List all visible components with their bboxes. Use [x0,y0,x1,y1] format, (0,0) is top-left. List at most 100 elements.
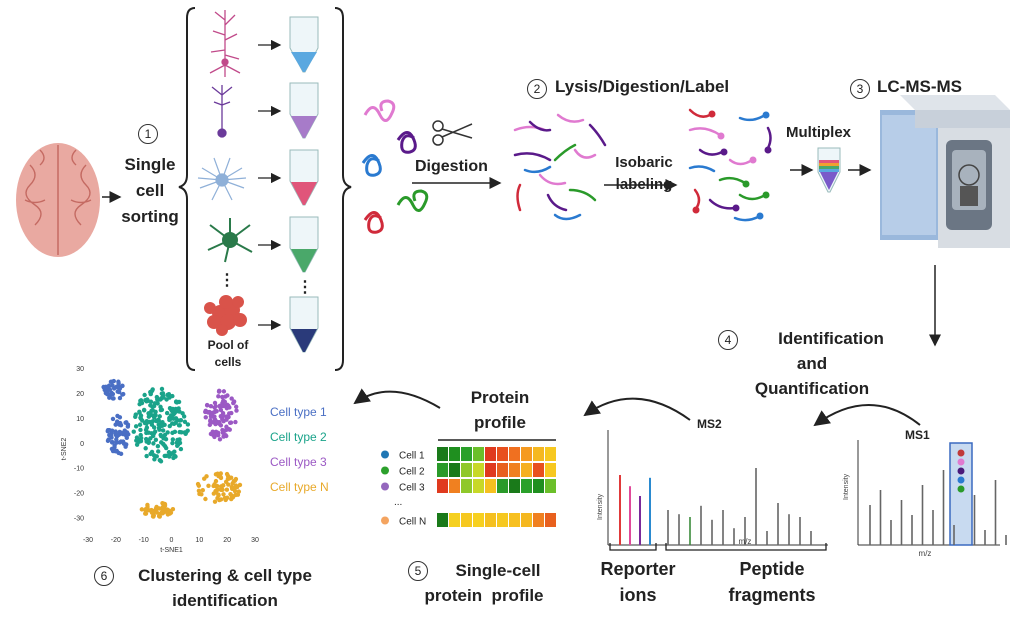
reporter-ions-label: Reporter ions [592,556,684,608]
protein-coils-icon [361,99,429,234]
tsne-point [137,422,143,427]
tsne-point [133,424,139,429]
tsne-point [110,416,116,422]
tsne-point [110,428,115,433]
tsne-point [167,417,172,423]
step-6-line2: identification [172,591,278,610]
heatmap-row-label: Cell N [399,517,426,528]
tsne-point [225,393,230,398]
heatmap-cell [533,479,544,493]
tsne-point [107,387,113,392]
heatmap-cell [485,463,496,477]
tsne-point [161,442,166,447]
pool-line2: cells [214,355,242,369]
tsne-point [138,413,144,418]
ms2-brackets [609,543,827,551]
x-tick-label: -10 [139,537,149,544]
heatmap-cell [533,513,544,527]
tsne-point [224,417,229,422]
vdots-left: ⋮ [219,272,235,289]
peptides-icon [513,113,607,221]
tsne-point [158,397,163,402]
tsne-point [150,514,156,519]
tsne-point [206,410,211,415]
cell-brace [178,7,352,371]
astrocyte-icon [197,157,247,201]
tsne-point [182,419,188,425]
neuron-icon [209,10,241,77]
tsne-point [118,430,124,435]
tsne-point [170,437,176,442]
heatmap-cell [509,463,520,477]
y-axis-label: t-SNE2 [61,438,68,461]
heatmap-cell [521,447,532,461]
tsne-point [162,453,167,459]
tsne-point [133,414,138,419]
tsne-point [154,418,159,424]
heatmap-cell [533,463,544,477]
tsne-point [137,401,142,407]
tsne-point [176,423,182,428]
tsne-point [159,391,165,396]
tsne-point [227,420,233,425]
ms1-to-ms2-arrow [813,404,921,427]
heatmap-row-label: Cell 3 [399,483,425,494]
digestion-label: Digestion [415,158,488,175]
isobaric-label: Isobaric labeling [604,152,684,196]
tsne-point [175,437,180,443]
y-tick-label: 20 [76,391,84,398]
heatmap-cell [497,463,508,477]
tsne-point [224,427,229,433]
tsne-point [178,417,184,423]
heatmap-cell [533,447,544,461]
step-3-number: 3 [850,79,870,99]
heatmap-cell [497,447,508,461]
protein-profile-line2: profile [474,413,526,432]
tsne-point [120,392,125,397]
tube-icon [289,82,319,139]
tsne-point [105,428,110,434]
tsne-point [220,430,226,435]
step-6-line1: Clustering & cell type [138,566,312,585]
y-tick-label: 10 [76,416,84,423]
heatmap-cell [437,463,448,477]
step-5-line2: protein profile [424,586,544,605]
tsne-point [208,404,214,409]
ms1-xlabel: m/z [919,549,932,558]
legend-entry: Cell type N [270,480,329,494]
tsne-point [103,386,109,391]
heatmap-cell [509,479,520,493]
tsne-point [217,437,223,442]
heatmap-cell [509,513,520,527]
tsne-point [170,450,175,456]
tsne-point [178,446,184,452]
heatmap-cell [437,447,448,461]
tsne-point [213,432,218,437]
tsne-point [204,474,209,479]
tsne-point [114,440,119,445]
tsne-point [118,422,124,428]
heatmap-cell [473,479,484,493]
tsne-point [144,453,149,459]
tsne-point [231,399,237,404]
tsne-point [117,395,123,401]
tsne-point [172,429,178,434]
tsne-point [116,450,121,456]
tsne-point [151,403,157,409]
tsne-point [229,396,234,401]
step-6-label: Clustering & cell type identification [110,563,340,613]
tsne-point [160,500,165,506]
heatmap-cell [545,447,556,461]
pool-of-cells-icon [204,295,247,336]
tsne-point [113,431,118,436]
tsne-point [157,427,162,432]
tsne-point [151,441,156,446]
step-3-label: LC-MS-MS [877,77,962,96]
tsne-point [123,444,128,449]
tsne-point [117,386,123,391]
step-1-line2: cell [135,181,165,200]
tsne-point [144,419,149,424]
tsne-point [196,488,202,493]
heatmap-cell [461,447,472,461]
